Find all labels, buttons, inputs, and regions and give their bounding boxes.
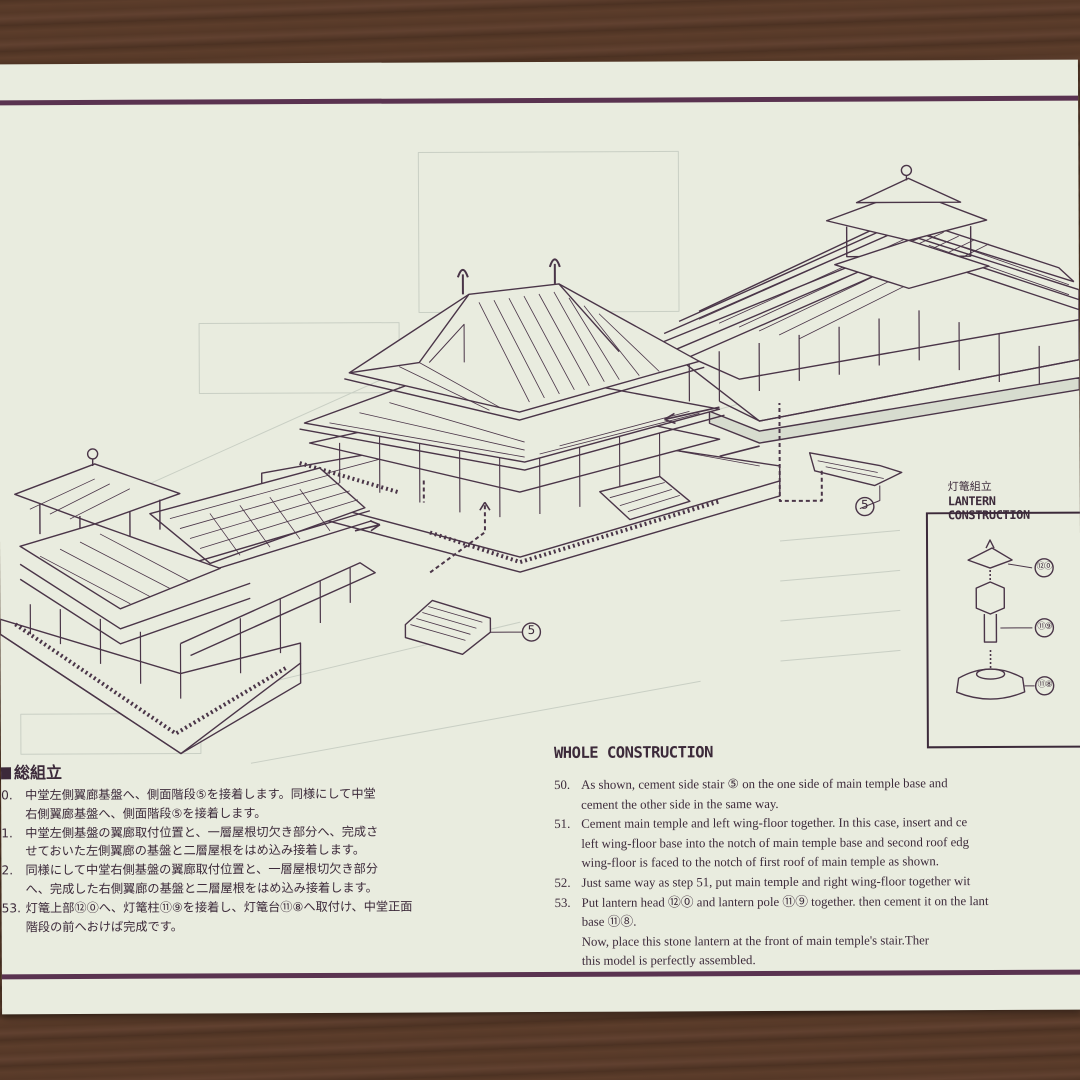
en-steps: 50.As shown, cement side stair ⑤ on the … — [554, 773, 1080, 971]
left-wing-building — [0, 448, 381, 755]
jp-step-line: せておいた左側翼廊の基盤と二層屋根をはめ込み接着します。 — [25, 843, 366, 859]
jp-step-line: へ、完成した右側翼廊の基盤と二層屋根をはめ込み接着します。 — [25, 880, 378, 897]
en-step-line: base ⑪⑧. — [581, 914, 637, 929]
jp-steps: 0.中堂左側翼廊基盤へ、側面階段⑤を接着します。同様にして中堂 右側翼廊基盤へ、… — [1, 784, 522, 937]
en-step-line: wing-floor is faced to the notch of firs… — [581, 854, 939, 871]
jp-heading: 総組立 — [1, 759, 62, 783]
lantern-title-jp: 灯篭組立 — [947, 480, 992, 494]
en-step-row: 50.As shown, cement side stair ⑤ on the … — [554, 776, 948, 792]
callout-label-left: 5 — [527, 623, 536, 638]
instruction-sheet: 5 5 ⑫⓪ ⑪⑨ ⑪⑧ 灯篭組立 LANTERN CONSTRUCTION 総… — [0, 59, 1080, 1015]
en-step-line: left wing-floor base into the notch of m… — [581, 834, 970, 851]
en-step-line: cement the other side in the same way. — [581, 796, 779, 812]
en-heading: WHOLE CONSTRUCTION — [553, 743, 713, 762]
lantern-box — [925, 511, 1080, 749]
jp-step-line: 右側翼廊基盤へ、側面階段⑤を接着します。 — [25, 805, 267, 822]
jp-step-row: 2.同様にして中堂右側基盤の翼廊取付位置と、一層屋根切欠き部分 — [1, 861, 379, 878]
en-step-line: this model is perfectly assembled. — [581, 953, 756, 969]
en-step-row: 52.Just same way as step 51, put main te… — [554, 874, 971, 890]
callout-5-left — [521, 622, 542, 642]
main-temple — [261, 258, 781, 573]
jp-step-row: 53.灯篭上部⑫⓪へ、灯篭柱⑪⑨を接着し、灯篭台⑪⑧へ取付け、中堂正面 — [1, 899, 413, 916]
jp-step-row: 1.中堂左側基盤の翼廊取付位置と、一層屋根切欠き部分へ、完成さ — [1, 824, 379, 840]
en-step-row: 51.Cement main temple and left wing-floo… — [554, 815, 968, 832]
side-stair-right — [778, 402, 903, 510]
lantern-diagram — [955, 539, 1055, 700]
en-step-row: 53.Put lantern head ⑫⓪ and lantern pole … — [554, 893, 989, 910]
assembly-illustration — [0, 150, 1080, 764]
side-stair-left — [404, 480, 523, 656]
callout-5-right — [855, 496, 875, 517]
jp-step-row: 0.中堂左側翼廊基盤へ、側面階段⑤を接着します。同様にして中堂 — [1, 786, 376, 803]
callout-label-right: 5 — [861, 497, 869, 512]
jp-step-line: 階段の前へおけば完成です。 — [25, 919, 183, 934]
en-step-line: Now, place this stone lantern at the fro… — [581, 933, 930, 949]
right-wing-building — [658, 164, 1080, 444]
